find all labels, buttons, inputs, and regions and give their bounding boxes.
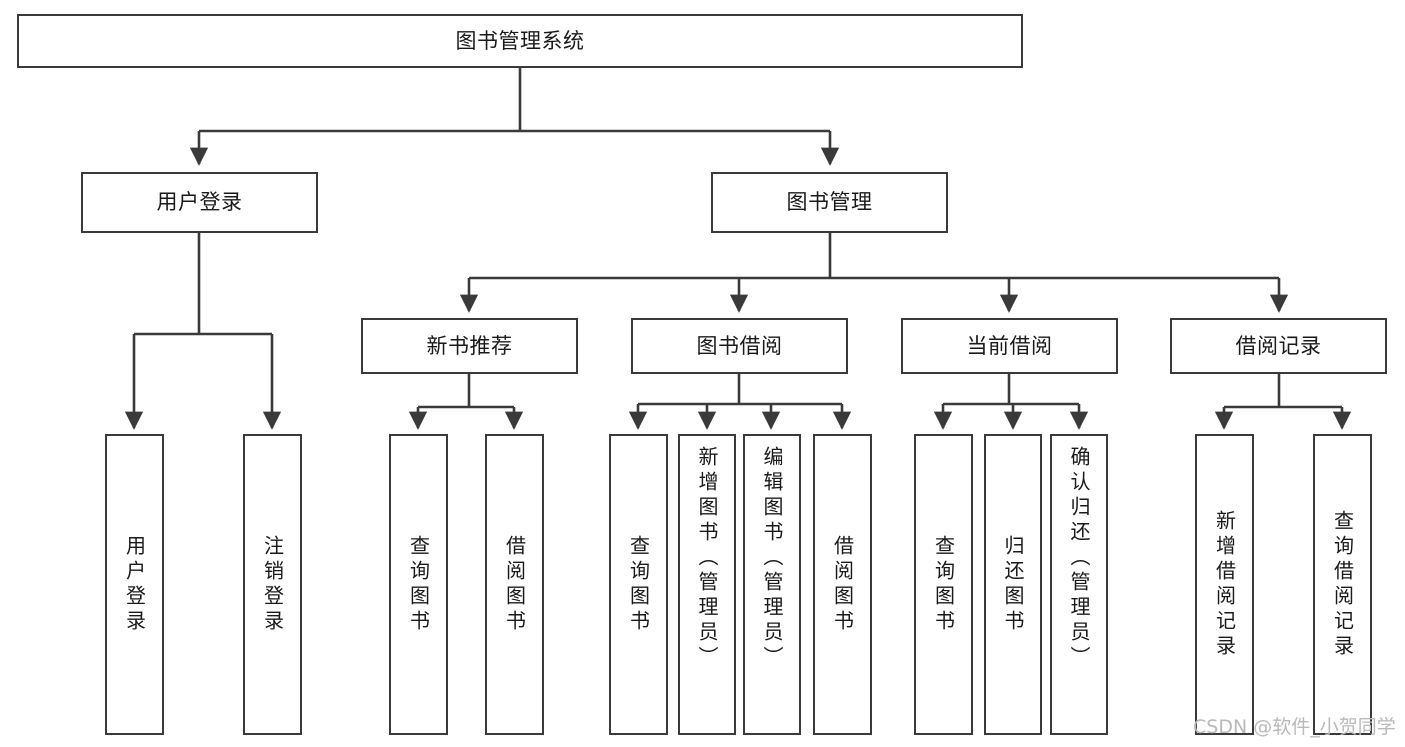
node-book-borrow[interactable]: 图书借阅	[631, 318, 848, 374]
node-leaf-confirm-return-admin[interactable]: 确认归还（管理员）	[1050, 434, 1108, 735]
node-label: 借阅记录	[1235, 333, 1322, 358]
node-label: 用户登录	[122, 534, 147, 635]
node-leaf-query-book-borrow[interactable]: 查询图书	[609, 434, 668, 735]
csdn-watermark: CSDN @软件_小贺同学	[1193, 716, 1396, 738]
node-leaf-add-borrow-record[interactable]: 新增借阅记录	[1195, 434, 1254, 735]
node-leaf-borrow-book[interactable]: 借阅图书	[813, 434, 872, 735]
node-label: 图书管理系统	[455, 28, 585, 53]
node-label: 用户登录	[156, 190, 243, 215]
node-label: 新增借阅记录	[1212, 509, 1237, 660]
node-leaf-user-login[interactable]: 用户登录	[105, 434, 164, 735]
node-label: 查询图书	[626, 534, 651, 635]
node-label: 注销登录	[260, 534, 285, 635]
node-leaf-query-borrow-record[interactable]: 查询借阅记录	[1313, 434, 1372, 735]
node-label: 归还图书	[1001, 534, 1025, 635]
node-leaf-query-book-recommend[interactable]: 查询图书	[389, 434, 448, 735]
node-current-borrow[interactable]: 当前借阅	[901, 318, 1118, 374]
node-label: 借阅图书	[830, 534, 855, 635]
node-label: 图书管理	[786, 190, 873, 215]
node-leaf-add-book-admin[interactable]: 新增图书（管理员）	[678, 434, 736, 735]
node-book-management[interactable]: 图书管理	[711, 172, 948, 233]
node-label: 新增图书（管理员）	[695, 446, 719, 671]
node-leaf-borrow-book-recommend[interactable]: 借阅图书	[485, 434, 544, 735]
node-leaf-edit-book-admin[interactable]: 编辑图书（管理员）	[743, 434, 801, 735]
node-user-login[interactable]: 用户登录	[81, 172, 318, 233]
node-new-book-recommend[interactable]: 新书推荐	[361, 318, 578, 374]
node-leaf-return-book[interactable]: 归还图书	[984, 434, 1042, 735]
node-leaf-logout-login[interactable]: 注销登录	[243, 434, 302, 735]
node-label: 查询图书	[931, 534, 956, 635]
node-label: 查询图书	[406, 534, 431, 635]
node-leaf-query-book-current[interactable]: 查询图书	[914, 434, 973, 735]
node-root-book-management-system[interactable]: 图书管理系统	[17, 14, 1023, 68]
node-label: 当前借阅	[966, 333, 1053, 358]
node-label: 编辑图书（管理员）	[760, 446, 784, 671]
node-label: 借阅图书	[502, 534, 527, 635]
node-label: 确认归还（管理员）	[1067, 446, 1091, 671]
node-label: 新书推荐	[426, 333, 513, 358]
node-borrow-record[interactable]: 借阅记录	[1170, 318, 1387, 374]
node-label: 查询借阅记录	[1330, 509, 1355, 660]
node-label: 图书借阅	[696, 333, 783, 358]
